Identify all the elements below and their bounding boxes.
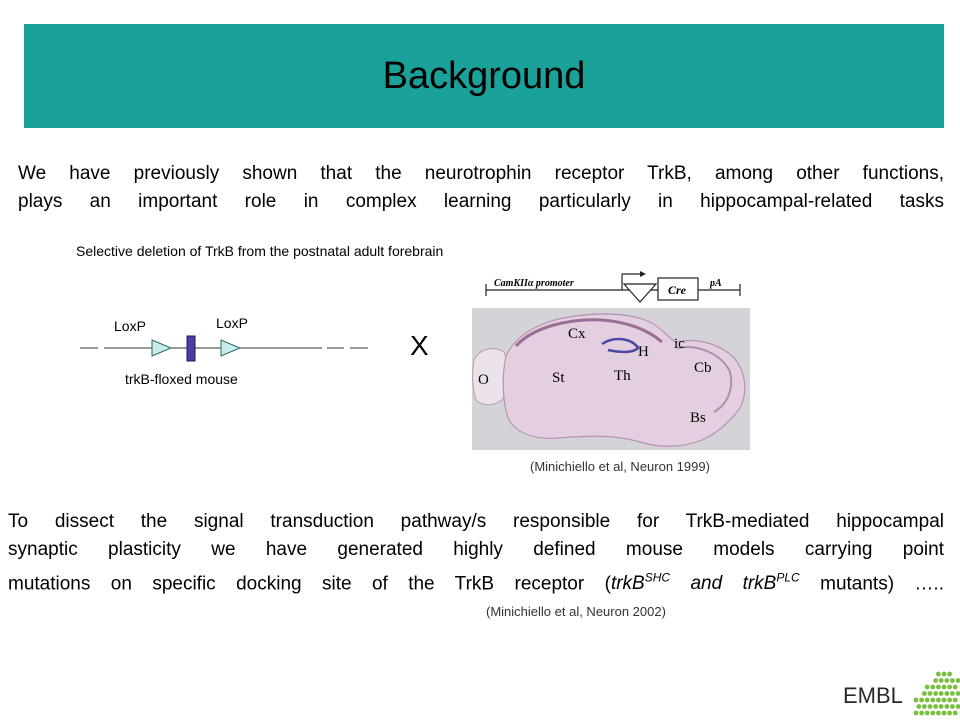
plc-superscript: PLC <box>776 571 800 585</box>
region-cx: Cx <box>568 326 586 342</box>
figure-subtitle: Selective deletion of TrkB from the post… <box>76 243 444 259</box>
logo-dot <box>927 704 933 709</box>
logo-dot <box>938 691 944 696</box>
intro-line-1: We have previously shown that the neurot… <box>18 163 944 184</box>
logo-dot <box>947 684 952 690</box>
cre-label: Cre <box>668 283 687 297</box>
trkb-shc-mutant: trkBSHC and trkBPLC <box>610 571 800 595</box>
shc-superscript: SHC <box>644 571 671 585</box>
cross-symbol: X <box>410 330 429 361</box>
embl-logo-text: EMBL <box>843 683 903 708</box>
loxp-label-1: LoxP <box>114 318 146 334</box>
slide-title: Background <box>382 55 586 97</box>
dissect-line-3-start: mutations on specific docking site of th… <box>8 573 611 595</box>
logo-dot <box>952 697 958 703</box>
dissect-line-1: To dissect the signal transduction pathw… <box>8 511 944 532</box>
logo-dot <box>944 691 950 696</box>
dissect-paragraph: To dissect the signal transduction pathw… <box>8 508 944 598</box>
logo-dot <box>933 691 938 696</box>
allele-line-svg <box>80 335 368 362</box>
loxp-triangle-1 <box>151 339 173 357</box>
intro-paragraph: We have previously shown that the neurot… <box>18 160 944 216</box>
logo-dot <box>916 704 922 709</box>
cortex-band <box>514 318 663 348</box>
logo-dot <box>938 678 944 683</box>
logo-dot <box>947 697 952 703</box>
logo-dot <box>936 710 941 716</box>
logo-dot <box>927 691 933 696</box>
logo-dot <box>950 704 955 709</box>
logo-dot <box>913 697 919 703</box>
region-h: H <box>638 344 649 360</box>
logo-dot <box>941 710 947 716</box>
logo-dot <box>944 678 950 683</box>
logo-dot <box>933 704 938 709</box>
promoter-label: CamKIIα promoter <box>494 278 574 289</box>
logo-dot <box>938 704 944 709</box>
brain-section-svg: Cx H ic O St Th Cb Bs <box>472 308 750 450</box>
logo-dot <box>941 671 947 677</box>
logo-dot <box>922 691 927 696</box>
logo-dot <box>936 697 941 703</box>
logo-dot <box>936 684 941 690</box>
logo-dot <box>952 684 958 690</box>
dissect-line-3: mutations on specific docking site of th… <box>8 564 944 598</box>
logo-dot <box>924 684 930 690</box>
loxp-triangle-2 <box>220 339 242 357</box>
logo-dot <box>944 704 950 709</box>
citation-2002: (Minichiello et al, Neuron 2002) <box>486 604 666 619</box>
loxp-label-2: LoxP <box>216 315 248 331</box>
logo-dot <box>919 710 924 716</box>
logo-dot <box>950 691 955 696</box>
logo-dot <box>930 697 936 703</box>
region-th: Th <box>614 368 631 384</box>
logo-dot <box>952 710 958 716</box>
region-o: O <box>478 372 489 388</box>
hippocampus-shape <box>601 337 640 354</box>
logo-dot <box>919 697 924 703</box>
citation-1999: (Minichiello et al, Neuron 1999) <box>530 459 710 474</box>
floxed-allele-diagram: LoxP LoxP trkB-floxed mouse <box>70 305 390 405</box>
region-bs: Bs <box>690 410 706 426</box>
brain-section-image: Cx H ic O St Th Cb Bs <box>472 308 750 450</box>
logo-dot <box>922 704 927 709</box>
intro-line-2: plays an important role in complex learn… <box>18 191 944 212</box>
trkb-text-2: trkB <box>742 573 777 595</box>
logo-dot <box>933 678 938 683</box>
logo-dot <box>950 678 955 683</box>
logo-dot <box>913 710 919 716</box>
logo-dot <box>955 704 960 709</box>
trkb-text-1: trkB <box>610 573 645 595</box>
logo-dot <box>955 678 960 683</box>
region-cb: Cb <box>694 360 712 376</box>
embl-logo-icon <box>913 671 960 716</box>
logo-dot <box>924 697 930 703</box>
dissect-line-2: synaptic plasticity we have generated hi… <box>8 539 944 560</box>
promoter-arrow-head <box>640 271 646 277</box>
logo-dot <box>941 684 947 690</box>
logo-dot <box>924 710 930 716</box>
cerebellum-fold <box>677 346 733 413</box>
and-text: and <box>670 573 743 595</box>
logo-dot <box>947 671 952 677</box>
pa-label: pA <box>709 278 722 289</box>
logo-dot <box>947 710 952 716</box>
logo-dot <box>930 710 936 716</box>
region-st: St <box>552 370 565 386</box>
logo-dot <box>941 697 947 703</box>
floxed-mouse-label: trkB-floxed mouse <box>125 371 238 387</box>
dissect-line-3-end: mutants) ….. <box>799 573 944 595</box>
logo-dot <box>955 691 960 696</box>
transgene-construct-svg: CamKIIα promoter Cre pA <box>485 271 741 303</box>
logo-dot <box>936 671 941 677</box>
region-ic: ic <box>674 336 685 352</box>
exon-box <box>186 335 196 362</box>
camkii-cre-figure: CamKIIα promoter Cre pA Cx H ic O St Th … <box>472 262 752 452</box>
title-bar <box>24 24 944 128</box>
logo-dot <box>930 684 936 690</box>
cre-insertion-triangle <box>622 283 658 303</box>
cre-box <box>657 277 699 301</box>
